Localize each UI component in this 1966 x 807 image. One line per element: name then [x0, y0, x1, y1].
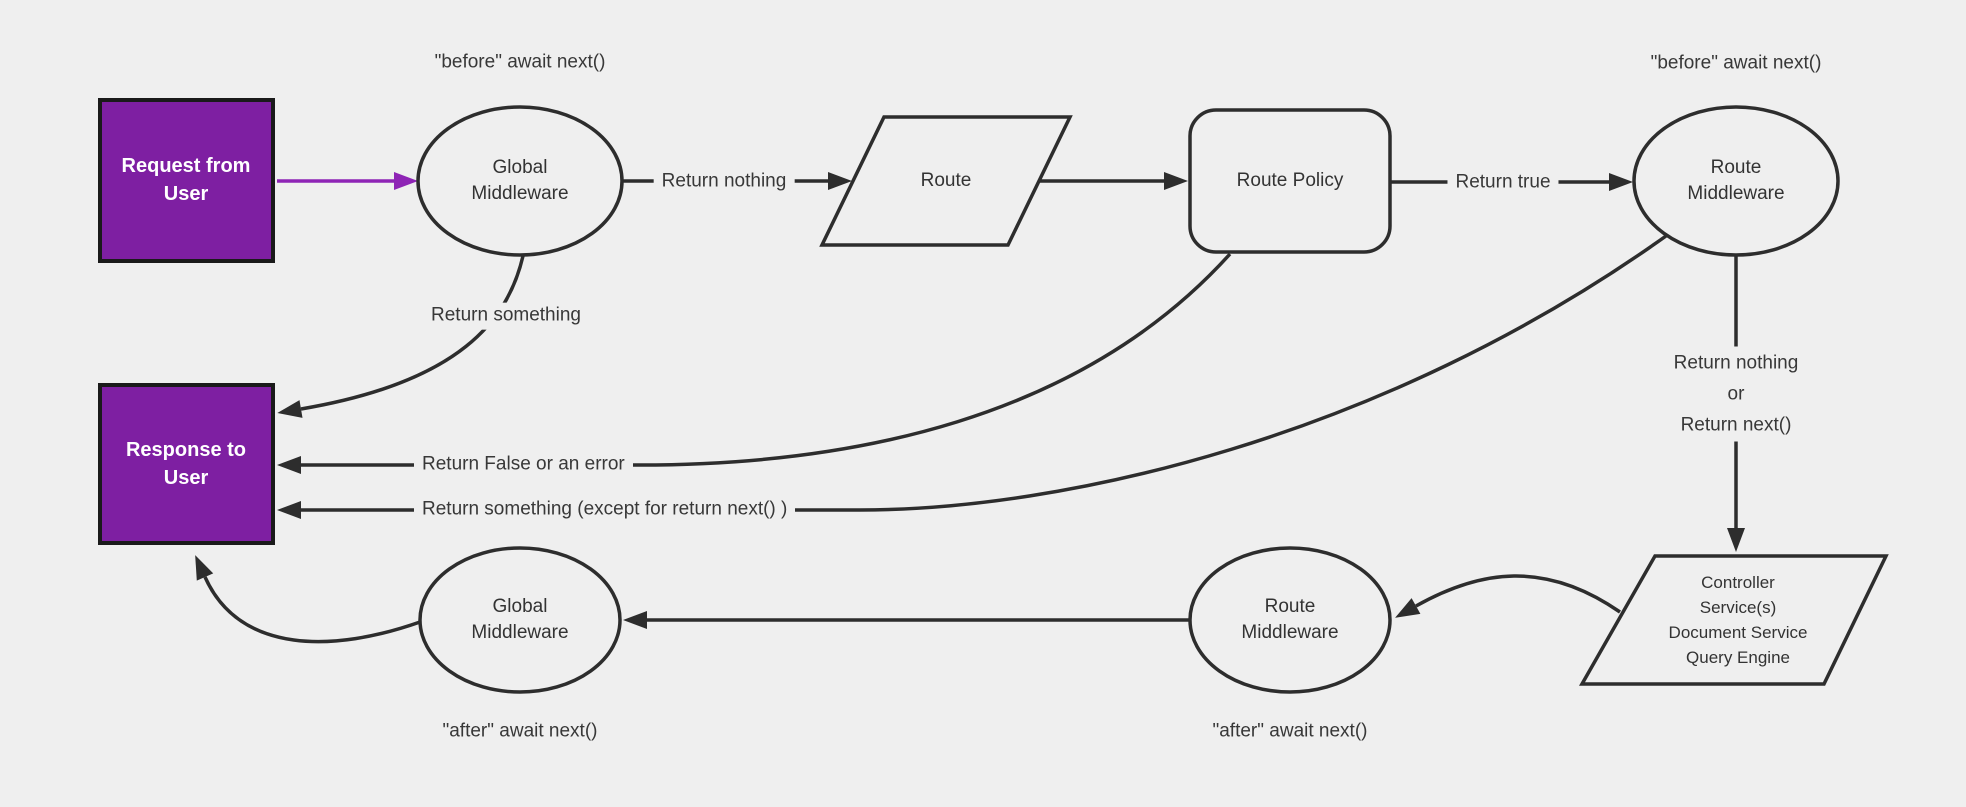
return-nothing-or-next-label: Return nothing or Return next(): [1665, 346, 1807, 442]
global-middleware-bottom-label: Global Middleware: [471, 596, 569, 643]
node-route-middleware-bottom: [1188, 546, 1392, 694]
node-global-middleware-bottom: [418, 546, 622, 694]
response-to-user-label: Response to User: [125, 439, 247, 489]
node-request-from-user: [98, 98, 275, 263]
edge-controller-to-route-middleware-bottom: [1395, 574, 1621, 618]
node-route: [819, 115, 1073, 247]
before-await-next-global-label: "before" await next(): [434, 51, 606, 73]
node-response-to-user: [98, 383, 275, 545]
edge-route-middleware-return-something-except: [277, 234, 1668, 519]
edge-route-policy-return-false: [277, 252, 1232, 474]
global-middleware-top-label: Global Middleware: [471, 157, 569, 204]
route-middleware-bottom-label: Route Middleware: [1241, 596, 1339, 643]
return-something-label: Return something: [423, 302, 589, 330]
after-await-next-route-label: "after" await next(): [1212, 720, 1368, 742]
node-controller-services: [1578, 554, 1889, 686]
node-route-policy: [1188, 108, 1392, 254]
return-nothing-label: Return nothing: [653, 168, 795, 196]
return-true-label: Return true: [1447, 169, 1559, 197]
route-middleware-top-label: Route Middleware: [1687, 157, 1785, 204]
edge-global-middleware-return-something: [277, 255, 525, 418]
node-route-middleware-top: [1632, 105, 1840, 257]
node-global-middleware-top: [416, 105, 624, 257]
after-await-next-global-label: "after" await next(): [442, 720, 598, 742]
route-label: Route: [920, 170, 972, 191]
route-policy-label: Route Policy: [1236, 170, 1344, 191]
before-await-next-route-label: "before" await next(): [1650, 52, 1822, 74]
controller-services-label: Controller Service(s) Document Service Q…: [1668, 573, 1808, 667]
return-false-or-error-label: Return False or an error: [414, 451, 633, 479]
request-from-user-label: Request from User: [121, 155, 251, 205]
edge-global-middleware-bottom-to-response: [195, 555, 421, 644]
return-something-except-label: Return something (except for return next…: [414, 496, 796, 524]
